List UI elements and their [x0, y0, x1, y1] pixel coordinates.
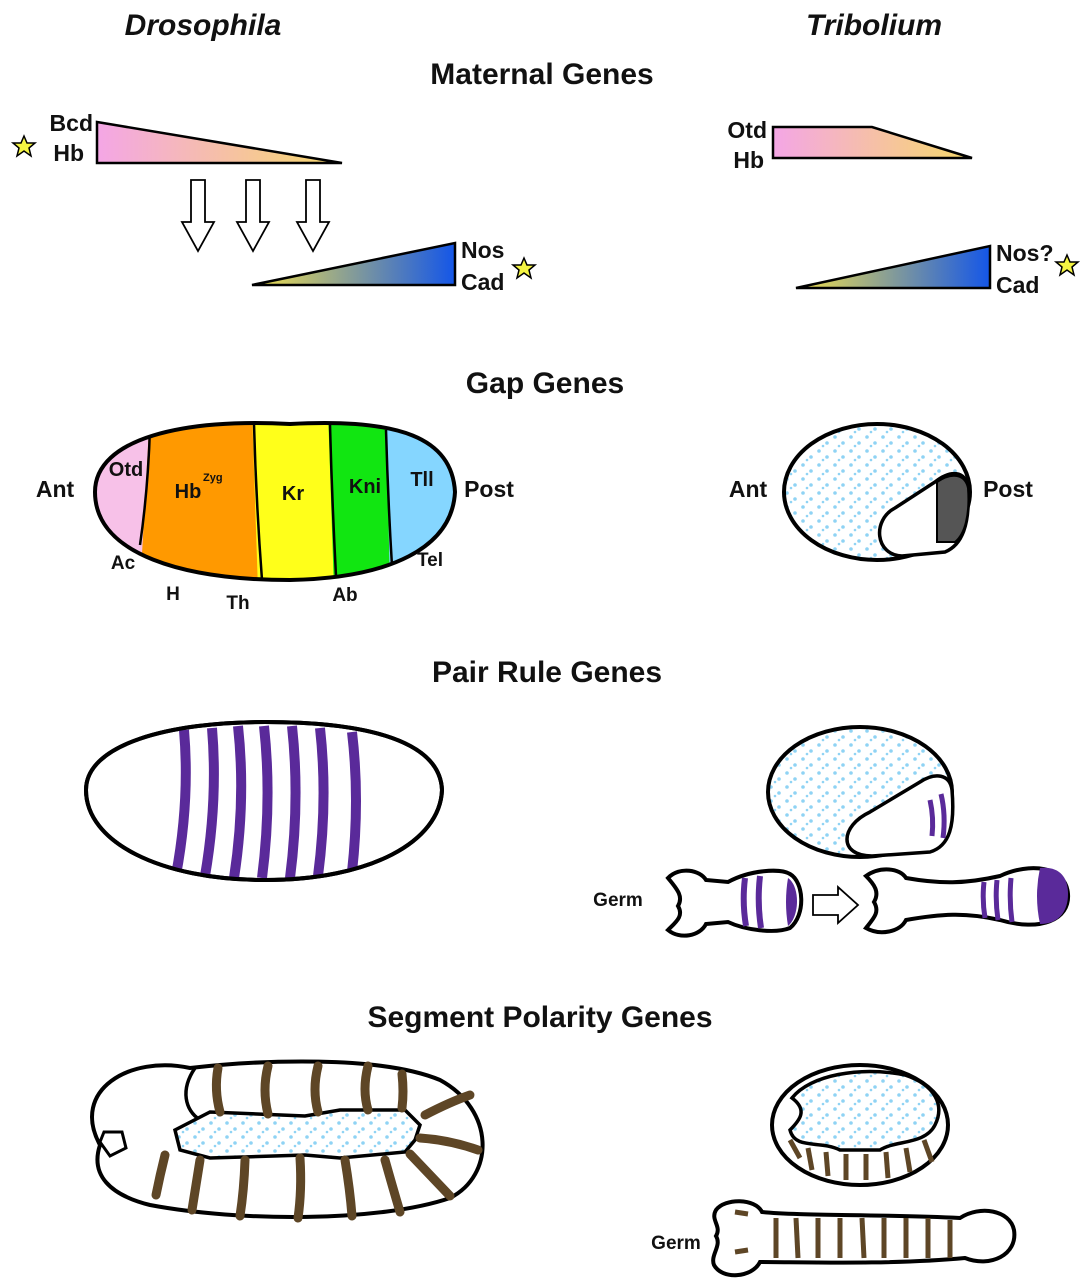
tribolium-anterior-gene-1: Otd	[727, 117, 767, 143]
segment-polarity-stripe	[240, 1160, 245, 1216]
pair-rule-stripe	[290, 726, 296, 878]
pair-rule-stripe	[1010, 878, 1012, 922]
drosophila-anterior-gradient	[97, 122, 342, 163]
region-label-h: H	[166, 584, 180, 605]
pair-rule-posterior-cap	[1037, 868, 1068, 924]
tribolium-germ-band-early	[668, 871, 801, 936]
species-tribolium: Tribolium	[806, 9, 942, 42]
species-drosophila: Drosophila	[125, 9, 282, 42]
pair-rule-germ-label: Germ	[593, 890, 643, 911]
gap-label-tll: Tll	[410, 469, 433, 491]
region-label-tel: Tel	[417, 550, 443, 571]
down-arrow-icon	[237, 180, 269, 251]
segment-polarity-stripe	[315, 1066, 318, 1112]
tribolium-sp-yolk	[790, 1072, 939, 1150]
segment-polarity-stripe	[298, 1158, 301, 1218]
region-label-ab: Ab	[332, 585, 357, 606]
tribolium-posterior-gradient	[796, 246, 990, 288]
germ-band-early-outline	[668, 871, 801, 936]
drosophila-anterior-star-icon	[13, 136, 35, 156]
tribolium-segment-polarity-egg	[772, 1065, 948, 1185]
tribolium-anterior-gene-2: Hb	[733, 147, 764, 173]
section-title-pair-rule: Pair Rule Genes	[432, 656, 662, 689]
gap-label-kni: Kni	[349, 476, 381, 498]
drosophila-posterior-gene-1: Nos	[461, 237, 504, 263]
segment-polarity-germ-label: Germ	[651, 1233, 701, 1254]
pair-rule-stripe	[930, 800, 933, 836]
tribolium-gap-embryo	[784, 424, 970, 560]
gap-axis-posterior: Post	[464, 476, 514, 502]
tribolium-gap-axis-anterior: Ant	[729, 476, 768, 502]
pair-rule-stripe	[759, 876, 761, 928]
pair-rule-stripe	[262, 726, 268, 878]
section-title-maternal: Maternal Genes	[430, 58, 653, 91]
tribolium-gap-axis-posterior: Post	[983, 476, 1033, 502]
gap-label-kr: Kr	[282, 483, 304, 505]
down-arrow-icon-group	[182, 180, 329, 251]
region-label-ac: Ac	[111, 553, 136, 574]
drosophila-anterior-gene-2: Hb	[53, 140, 84, 166]
gap-label-hb-superscript: Zyg	[203, 472, 223, 484]
section-title-gap: Gap Genes	[466, 367, 624, 400]
down-arrow-icon	[182, 180, 214, 251]
down-arrow-icon	[297, 180, 329, 251]
tribolium-sp-germ-band	[713, 1201, 1014, 1275]
section-title-segment-polarity: Segment Polarity Genes	[367, 1001, 712, 1034]
drosophila-segment-polarity-embryo	[92, 1061, 483, 1218]
drosophila-anterior-gene-1: Bcd	[50, 110, 93, 136]
tribolium-posterior-gene-2: Cad	[996, 272, 1039, 298]
tribolium-posterior-domain	[937, 476, 968, 542]
pair-rule-stripe	[318, 728, 324, 876]
segment-polarity-stripe	[365, 1066, 368, 1110]
segment-polarity-stripe	[402, 1074, 403, 1108]
segment-polarity-stripe	[216, 1068, 220, 1112]
tribolium-posterior-star-icon	[1056, 255, 1078, 275]
gap-label-hb: Hb	[175, 481, 202, 503]
pair-rule-stripe	[352, 732, 356, 872]
gap-label-otd: Otd	[109, 459, 143, 481]
drosophila-posterior-star-icon	[513, 258, 535, 278]
segment-polarity-stripe	[265, 1066, 268, 1114]
tribolium-pair-rule-egg	[768, 727, 953, 857]
pair-rule-stripe	[744, 878, 746, 926]
region-label-th: Th	[226, 593, 249, 614]
tribolium-posterior-gene-1: Nos?	[996, 240, 1054, 266]
segment-polarity-yolk	[175, 1110, 420, 1158]
tribolium-germ-band-late	[866, 868, 1068, 932]
pair-rule-stripe	[983, 882, 985, 918]
tribolium-anterior-gradient	[773, 127, 972, 158]
gap-domain-kni	[328, 410, 392, 590]
gap-axis-anterior: Ant	[36, 476, 75, 502]
right-arrow-icon	[813, 887, 858, 923]
pair-rule-stripe	[996, 880, 998, 920]
drosophila-posterior-gene-2: Cad	[461, 269, 504, 295]
drosophila-posterior-gradient	[252, 243, 455, 285]
